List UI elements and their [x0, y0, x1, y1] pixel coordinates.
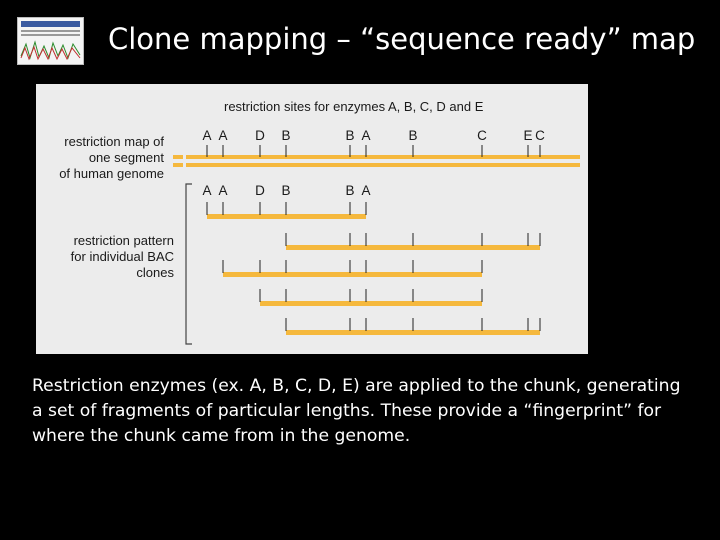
clone-1-bar	[207, 214, 366, 219]
slide-caption: Restriction enzymes (ex. A, B, C, D, E) …	[32, 376, 681, 446]
genome-bar-bottom	[186, 163, 579, 167]
site-letter-b: B	[345, 128, 354, 143]
genome-dash-right-1	[570, 155, 580, 159]
clone-label-line-3: clones	[136, 265, 174, 280]
clone-label-line-1: restriction pattern	[74, 233, 174, 248]
clone-site-letter-a: A	[361, 183, 370, 198]
site-letter-a: A	[361, 128, 370, 143]
genome-label-line-3: of human genome	[59, 166, 164, 181]
genome-label-line-1: restriction map of	[64, 134, 164, 149]
site-letter-c: C	[535, 128, 545, 143]
clone-site-letter-a: A	[202, 183, 211, 198]
site-letter-a: A	[218, 128, 227, 143]
clone-5-bar	[286, 330, 540, 335]
site-letter-b: B	[408, 128, 417, 143]
slide-thumbnail	[17, 17, 84, 65]
genome-dash-right-2	[570, 163, 580, 167]
site-letter-b: B	[281, 128, 290, 143]
genome-bar-group	[173, 145, 580, 167]
genome-bar-top	[186, 155, 579, 159]
site-letter-a: A	[202, 128, 211, 143]
clone-site-letter-a: A	[218, 183, 227, 198]
genome-label-line-2: one segment	[89, 150, 165, 165]
site-letter-c: C	[477, 128, 487, 143]
site-letter-d: D	[255, 128, 265, 143]
site-letter-e: E	[523, 128, 532, 143]
thumbnail-graphic	[20, 21, 81, 61]
slide-title: Clone mapping – “sequence ready” map	[108, 22, 696, 56]
clone-3-bar	[223, 272, 482, 277]
genome-dash-left-1	[173, 155, 183, 159]
clone-label-line-2: for individual BAC	[71, 249, 174, 264]
restriction-map-diagram: restriction sites for enzymes A, B, C, D…	[59, 99, 580, 345]
genome-dash-left-2	[173, 163, 183, 167]
clone-bars-group	[206, 202, 541, 335]
figure-header: restriction sites for enzymes A, B, C, D…	[224, 99, 484, 114]
clone-site-letter-b: B	[345, 183, 354, 198]
clone-4-bar	[260, 301, 482, 306]
clone-bracket	[185, 183, 192, 345]
bracket-line	[185, 183, 192, 345]
restriction-map-figure: restriction sites for enzymes A, B, C, D…	[36, 84, 588, 354]
clone-site-letter-b: B	[281, 183, 290, 198]
clone-2-bar	[286, 245, 540, 250]
clone-site-letter-d: D	[255, 183, 265, 198]
